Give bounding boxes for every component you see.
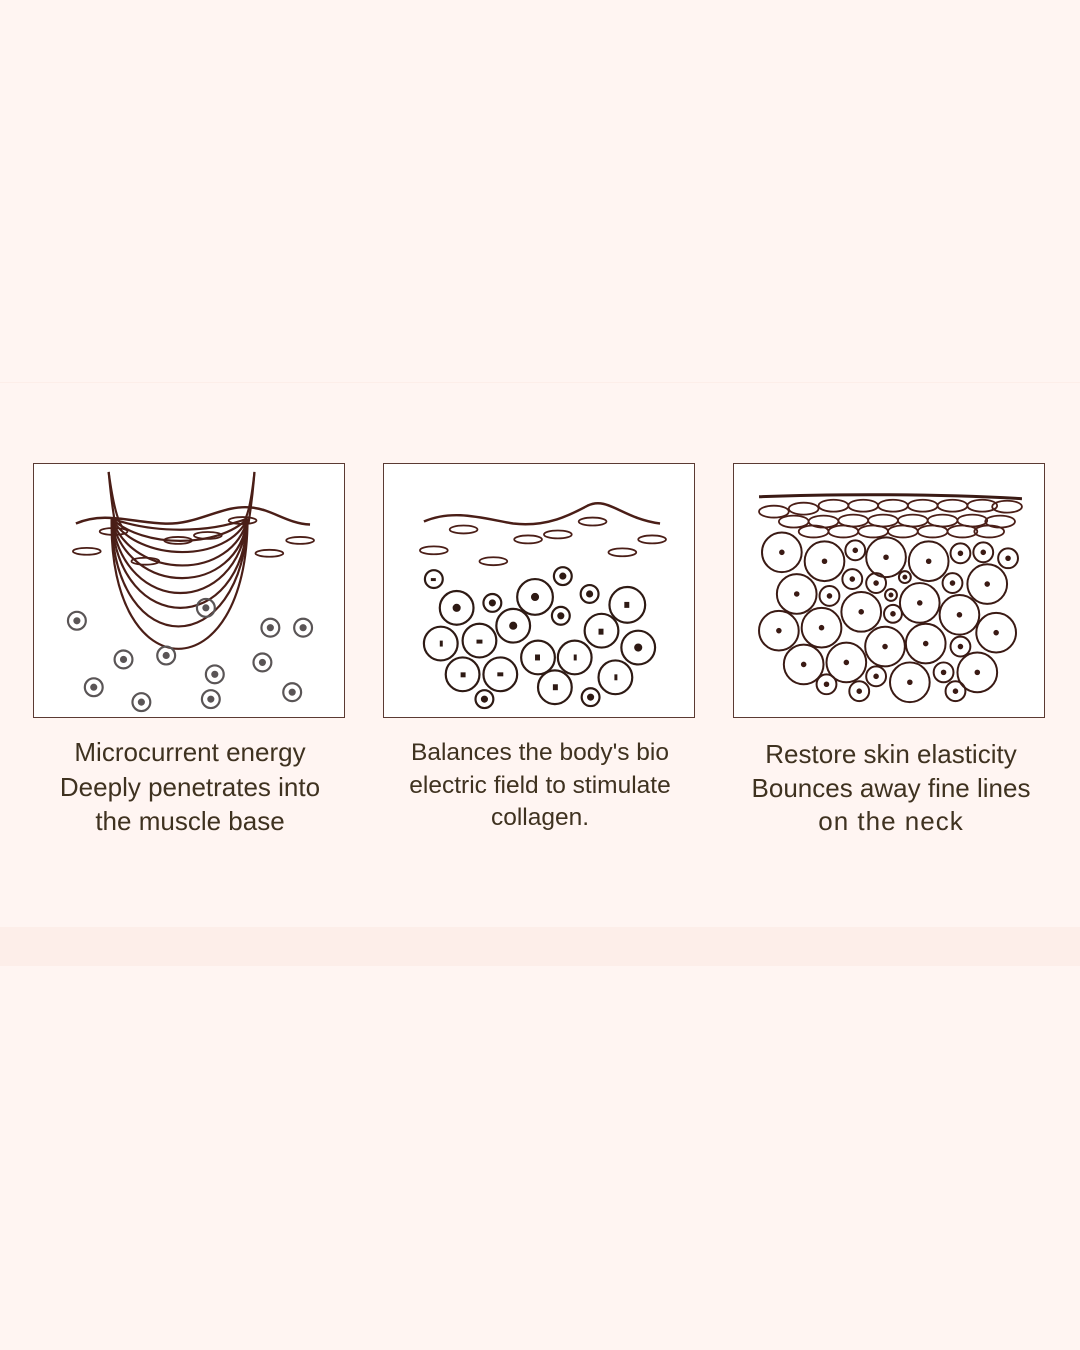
collagen-caption: Balances the body's bio electric field t…	[370, 737, 710, 835]
collagen-panel	[383, 463, 695, 718]
microcurrent-caption: Microcurrent energy Deeply penetrates in…	[20, 735, 360, 839]
top-background	[0, 0, 1080, 382]
bioelectric-collagen-icon	[419, 502, 667, 710]
caption-line: Microcurrent energy	[74, 737, 306, 767]
microcurrent-panel	[33, 463, 345, 718]
caption-line: Deeply penetrates into	[59, 771, 321, 802]
caption-line: electric field to stimulate	[409, 771, 671, 799]
bottom-background	[0, 966, 1080, 1350]
elastic-skin-cells-icon	[758, 493, 1023, 704]
caption-line: Balances the body's bio	[410, 739, 669, 766]
elasticity-caption: Restore skin elasticity Bounces away fin…	[721, 738, 1061, 839]
microcurrent-penetration-icon	[66, 471, 315, 713]
caption-line: Bounces away fine lines	[751, 772, 1031, 803]
caption-line: collagen.	[490, 804, 590, 831]
caption-line: on the neck	[818, 806, 964, 836]
elasticity-panel	[733, 463, 1045, 718]
caption-line: Restore skin elasticity	[765, 739, 1017, 769]
divider-strip	[0, 927, 1080, 966]
caption-line: the muscle base	[95, 806, 285, 836]
